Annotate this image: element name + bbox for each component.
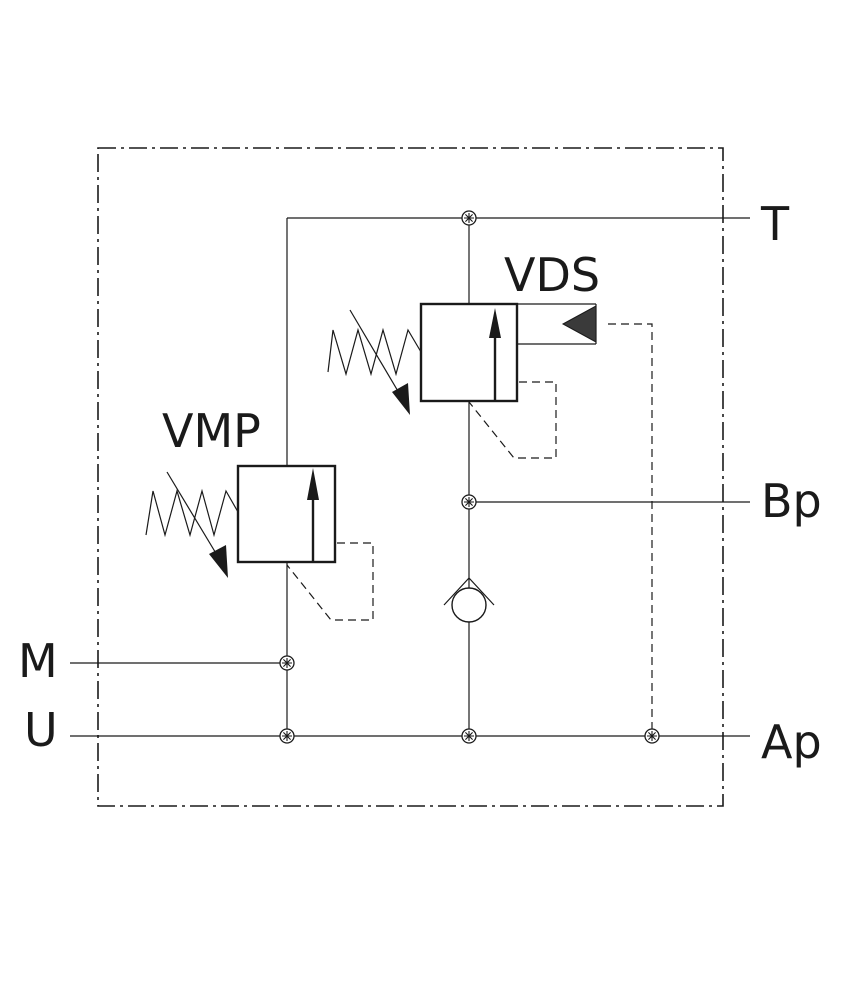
junction-dot-icon bbox=[461, 728, 477, 744]
port-u-label: U bbox=[24, 703, 58, 757]
junction-dot-icon bbox=[644, 728, 660, 744]
vds-drain-line bbox=[468, 381, 557, 459]
vmp-valve-body bbox=[236, 464, 337, 564]
vmp-valve bbox=[145, 464, 374, 621]
adjustable-spring-icon bbox=[327, 327, 422, 377]
vds-valve bbox=[327, 302, 653, 736]
check-valve-icon bbox=[443, 577, 495, 623]
adjustable-spring-icon bbox=[145, 488, 239, 538]
junction-dot-icon bbox=[461, 210, 477, 226]
pressure-lines bbox=[70, 217, 750, 737]
vmp-drain-line bbox=[286, 542, 374, 621]
spring-adjust-arrow-icon bbox=[166, 471, 221, 561]
vds-pilot-line bbox=[608, 323, 653, 736]
port-ap-label: Ap bbox=[761, 715, 822, 769]
port-t-label: T bbox=[760, 197, 790, 251]
vmp-label: VMP bbox=[162, 404, 261, 458]
junction-dot-icon bbox=[461, 494, 477, 510]
port-bp-label: Bp bbox=[761, 474, 822, 528]
pilot-triangle-icon bbox=[561, 305, 597, 343]
vds-label: VDS bbox=[504, 248, 600, 302]
port-m-label: M bbox=[18, 634, 58, 688]
junction-dot-icon bbox=[279, 728, 295, 744]
junction-dot-icon bbox=[279, 655, 295, 671]
spring-adjust-arrow-icon bbox=[349, 309, 403, 399]
vds-valve-body bbox=[419, 302, 519, 403]
manifold-boundary bbox=[97, 147, 724, 807]
